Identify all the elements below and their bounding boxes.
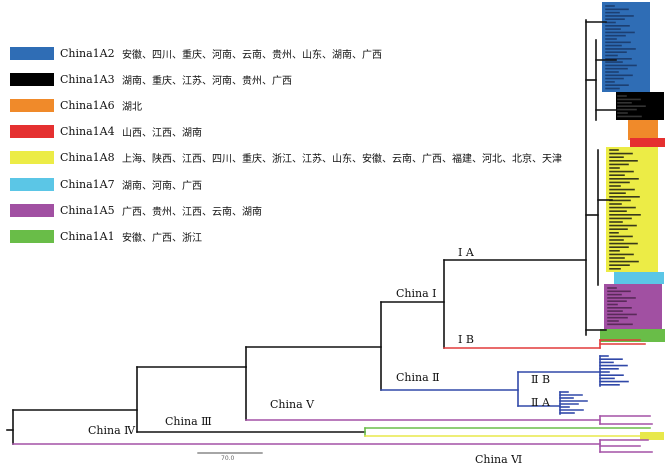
legend-item: China1A4 山西、江西、湖南 [10,119,600,145]
clade-label-IIB: Ⅱ B [531,373,551,386]
legend-code: China1A3 [60,72,115,86]
clade-label-IB: Ⅰ B [458,333,474,346]
legend-regions: 湖南、河南、广西 [122,180,202,192]
legend-code: China1A6 [60,98,115,112]
clade-label-IIA: Ⅱ A [531,396,550,409]
legend-code: China1A2 [60,46,115,60]
legend-code: China1A8 [60,151,115,165]
clade-label-IA: Ⅰ A [458,246,474,259]
clade-tip-yellow [640,432,664,440]
legend-swatch [10,203,54,217]
legend-code: China1A5 [60,203,115,217]
clade-label-china-IV: China Ⅳ [88,424,136,437]
legend-regions: 湖北 [122,101,142,113]
legend-item: China1A5 广西、贵州、江西、云南、湖南 [10,197,600,223]
clade-label-china-V: China Ⅴ [270,398,315,411]
legend-swatch [10,46,54,60]
legend-code: China1A7 [60,177,115,191]
clade-block-china1a7 [614,272,664,284]
clade-label-china-VI: China Ⅵ [475,453,523,466]
legend-regions: 广西、贵州、江西、云南、湖南 [122,206,262,218]
clade-block-china1a4 [630,138,665,147]
clade-label-china-I: China Ⅰ [396,287,437,300]
legend-swatch [10,151,54,165]
legend-regions: 山西、江西、湖南 [122,128,202,140]
legend-regions: 安徽、四川、重庆、河南、云南、贵州、山东、湖南、广西 [122,49,382,61]
legend-swatch [10,125,54,139]
scale-bar-label: 70.0 [221,455,235,462]
clade-block-china1a6 [628,120,658,140]
clade-block-china1a2 [602,2,650,92]
legend-regions: 安徽、广西、浙江 [122,232,202,244]
legend-item: China1A2 安徽、四川、重庆、河南、云南、贵州、山东、湖南、广西 [10,40,600,66]
legend-swatch [10,72,54,86]
legend-swatch [10,98,54,112]
legend-code: China1A4 [60,125,115,139]
legend-item: China1A7 湖南、河南、广西 [10,171,600,197]
clade-label-china-II: China Ⅱ [396,371,440,384]
legend-swatch [10,177,54,191]
clade-block-china1a8 [606,147,658,272]
legend-code: China1A1 [60,229,115,243]
legend-swatch [10,229,54,243]
legend-item: China1A3 湖南、重庆、江苏、河南、贵州、广西 [10,66,600,92]
legend-item: China1A1 安徽、广西、浙江 [10,223,600,249]
legend-regions: 湖南、重庆、江苏、河南、贵州、广西 [122,75,292,87]
clade-label-china-III: China Ⅲ [165,415,212,428]
legend-item: China1A6 湖北 [10,92,600,118]
clade-block-china1a1 [600,329,665,342]
legend-item: China1A8 上海、陕西、江西、四川、重庆、浙江、江苏、山东、安徽、云南、广西… [10,145,600,171]
legend-regions: 上海、陕西、江西、四川、重庆、浙江、江苏、山东、安徽、云南、广西、福建、河北、北… [122,154,562,166]
